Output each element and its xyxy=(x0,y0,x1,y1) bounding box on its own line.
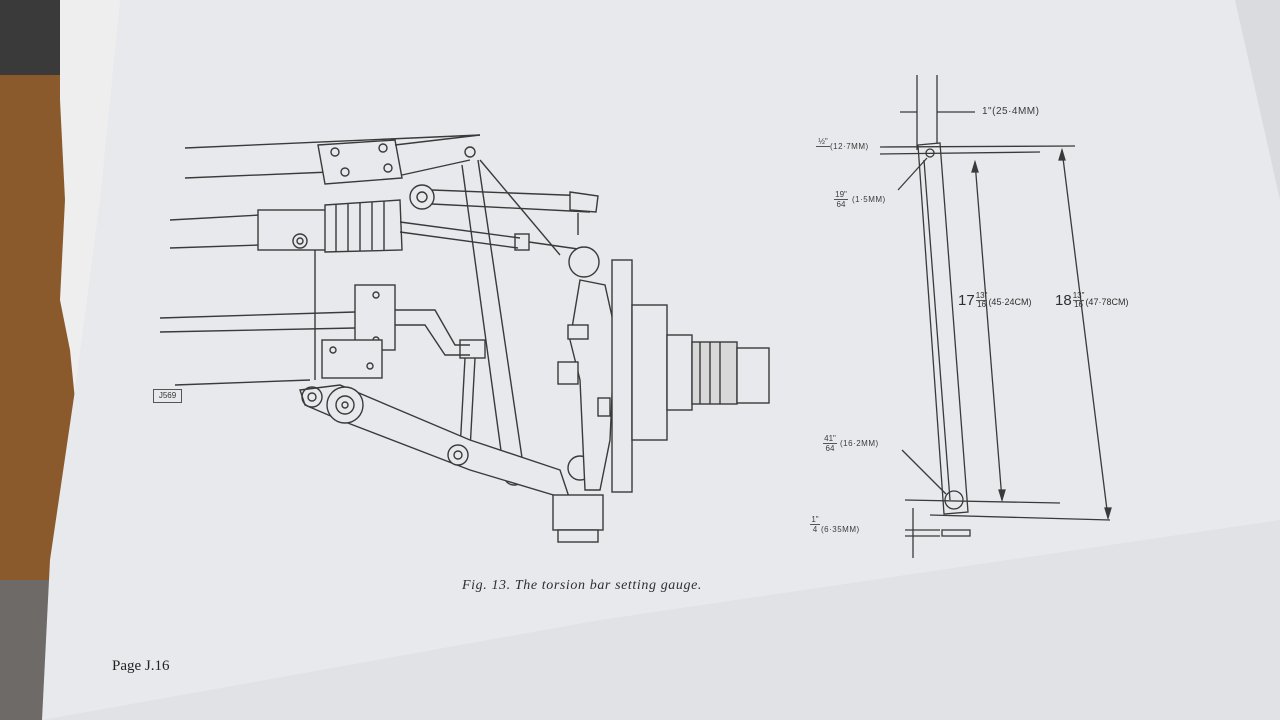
large-hole-mm: (16·2MM) xyxy=(840,439,879,448)
large-hole-fraction: 41" 64 xyxy=(823,434,837,453)
figure-caption: Fig. 13. The torsion bar setting gauge. xyxy=(462,578,703,593)
small-hole-fraction: 19" 64 xyxy=(834,190,848,209)
thickness-section xyxy=(941,529,971,537)
width-dimension-label: 1"(25·4MM) xyxy=(982,106,1040,117)
gauge-drawing xyxy=(879,75,1112,558)
gauge-bar xyxy=(917,142,969,515)
figure-ref-label: J569 xyxy=(153,389,182,403)
small-hole-mm: (1·5MM) xyxy=(852,195,886,204)
thickness-fraction: 1" 4 xyxy=(810,515,820,534)
page-number: Page J.16 xyxy=(112,658,170,674)
large-hole xyxy=(944,490,964,510)
page-shading xyxy=(42,520,1280,720)
thickness-mm: (6·35MM) xyxy=(821,525,860,534)
top-offset-mm: (12·7MM) xyxy=(830,142,869,151)
top-offset-fraction: ½" xyxy=(816,137,830,147)
suspension-illustration xyxy=(159,134,770,543)
rack-gaiter xyxy=(324,199,403,253)
